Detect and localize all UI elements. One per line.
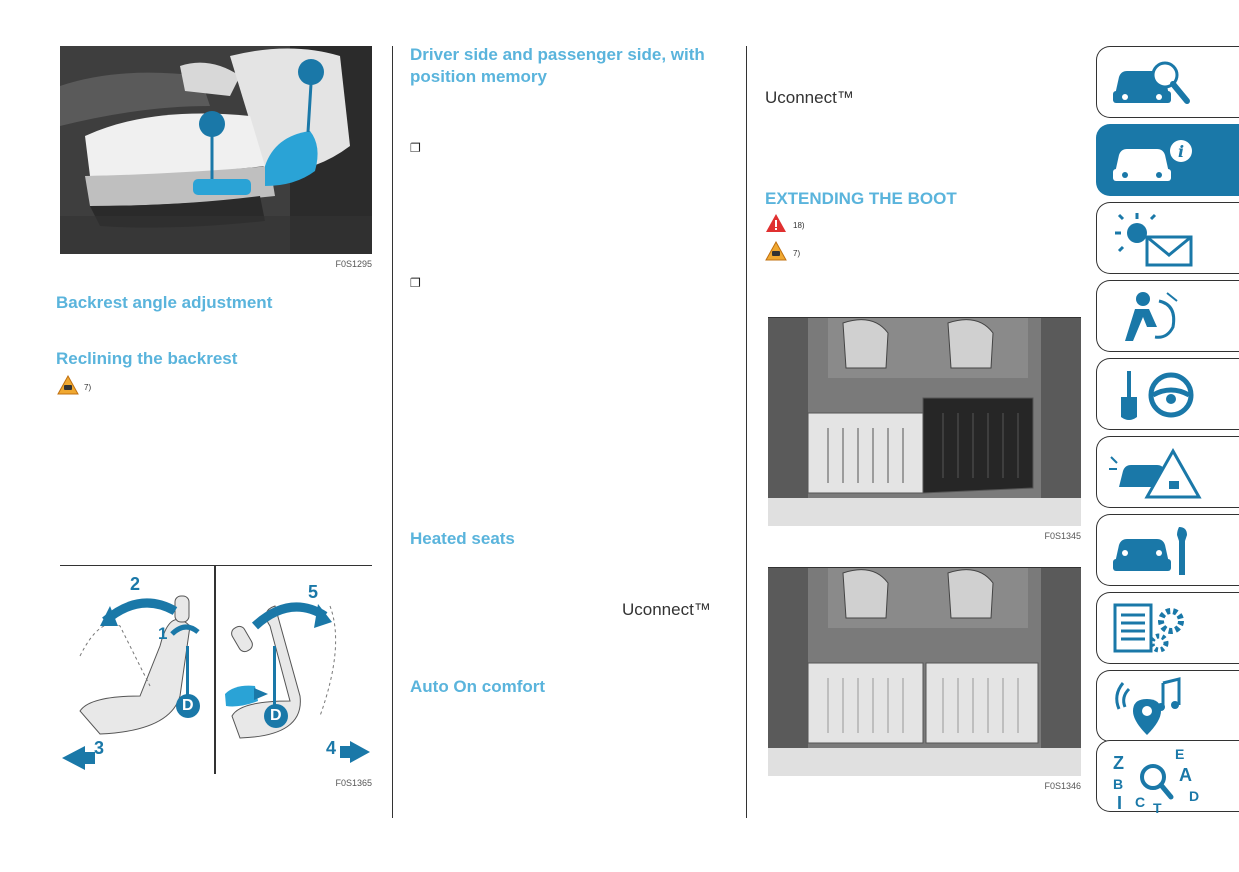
car-wrench-icon — [1113, 527, 1187, 575]
boot-photo-full-fold — [768, 567, 1081, 776]
light-message-icon — [1115, 213, 1193, 267]
label-3: 3 — [94, 738, 105, 758]
index-letter-i: I — [1117, 793, 1122, 813]
diagram-divider — [214, 566, 216, 774]
index-letter-c: C — [1135, 794, 1145, 810]
car-info-icon: i — [1113, 140, 1192, 181]
auto-on-comfort-heading: Auto On comfort — [410, 677, 546, 696]
boot-photo-1-caption: F0S1345 — [1044, 531, 1081, 541]
uconnect-text-col2: Uconnect™ — [622, 600, 711, 619]
bullet-2: ❐ — [410, 276, 421, 290]
seat-photo-caption: F0S1295 — [335, 259, 372, 269]
label-d-left: D — [182, 697, 194, 714]
column-divider-2 — [746, 46, 747, 818]
airbag-seat-icon — [1125, 292, 1178, 341]
label-5: 5 — [308, 582, 319, 602]
position-memory-heading: Driver side and passenger side, with pos… — [410, 45, 705, 86]
tab-car-search[interactable] — [1096, 46, 1239, 118]
index-letter-d: D — [1189, 788, 1199, 804]
tab-car-wrench[interactable] — [1096, 514, 1239, 586]
extending-boot-heading: EXTENDING THE BOOT — [765, 189, 957, 208]
index-letter-z: Z — [1113, 753, 1124, 773]
warning-icon — [765, 213, 787, 233]
bullet-1: ❐ — [410, 141, 421, 155]
tab-list-gears[interactable] — [1096, 592, 1239, 664]
column-divider-1 — [392, 46, 393, 818]
tab-alphabet-index[interactable]: Z E B A I C T D — [1096, 740, 1239, 813]
reclining-ref: 7) — [84, 383, 92, 392]
caution-ref: 7) — [793, 249, 801, 258]
reclining-backrest-heading: Reclining the backrest — [56, 349, 238, 368]
index-letter-a: A — [1179, 765, 1192, 785]
backrest-angle-heading: Backrest angle adjustment — [56, 293, 273, 312]
tab-light-message[interactable] — [1096, 202, 1239, 274]
tab-music-nav[interactable] — [1096, 670, 1239, 742]
alphabet-index-icon: Z E B A I C T D — [1113, 747, 1199, 813]
warning-ref: 18) — [793, 221, 805, 230]
label-4: 4 — [326, 738, 337, 758]
label-d-right: D — [270, 707, 282, 724]
tab-airbag-seat[interactable] — [1096, 280, 1239, 352]
car-search-icon — [1113, 61, 1190, 104]
index-letter-t: T — [1153, 800, 1162, 813]
boot-photo-2-caption: F0S1346 — [1044, 781, 1081, 791]
index-letter-e: E — [1175, 747, 1184, 762]
list-gears-icon — [1113, 603, 1184, 653]
label-2: 2 — [130, 574, 141, 594]
boot-photo-split-seat — [768, 317, 1081, 526]
seat-controls-photo — [60, 46, 372, 254]
seat-adjust-diagram: 2 1 D 3 5 D 4 — [60, 565, 372, 774]
label-1: 1 — [158, 624, 168, 643]
tab-car-info[interactable]: i — [1096, 124, 1239, 196]
uconnect-text-col3: Uconnect™ — [765, 88, 854, 107]
heated-seats-heading: Heated seats — [410, 529, 515, 548]
car-warning-icon — [1109, 447, 1202, 499]
caution-icon — [57, 374, 79, 395]
tab-key-steering[interactable] — [1096, 358, 1239, 430]
music-nav-icon — [1115, 677, 1181, 735]
key-steering-icon — [1121, 371, 1194, 420]
diagram-caption: F0S1365 — [335, 778, 372, 788]
svg-text:i: i — [1178, 142, 1184, 161]
caution-icon-boot — [765, 240, 787, 261]
tab-car-warning[interactable] — [1096, 436, 1239, 508]
index-letter-b: B — [1113, 776, 1123, 792]
